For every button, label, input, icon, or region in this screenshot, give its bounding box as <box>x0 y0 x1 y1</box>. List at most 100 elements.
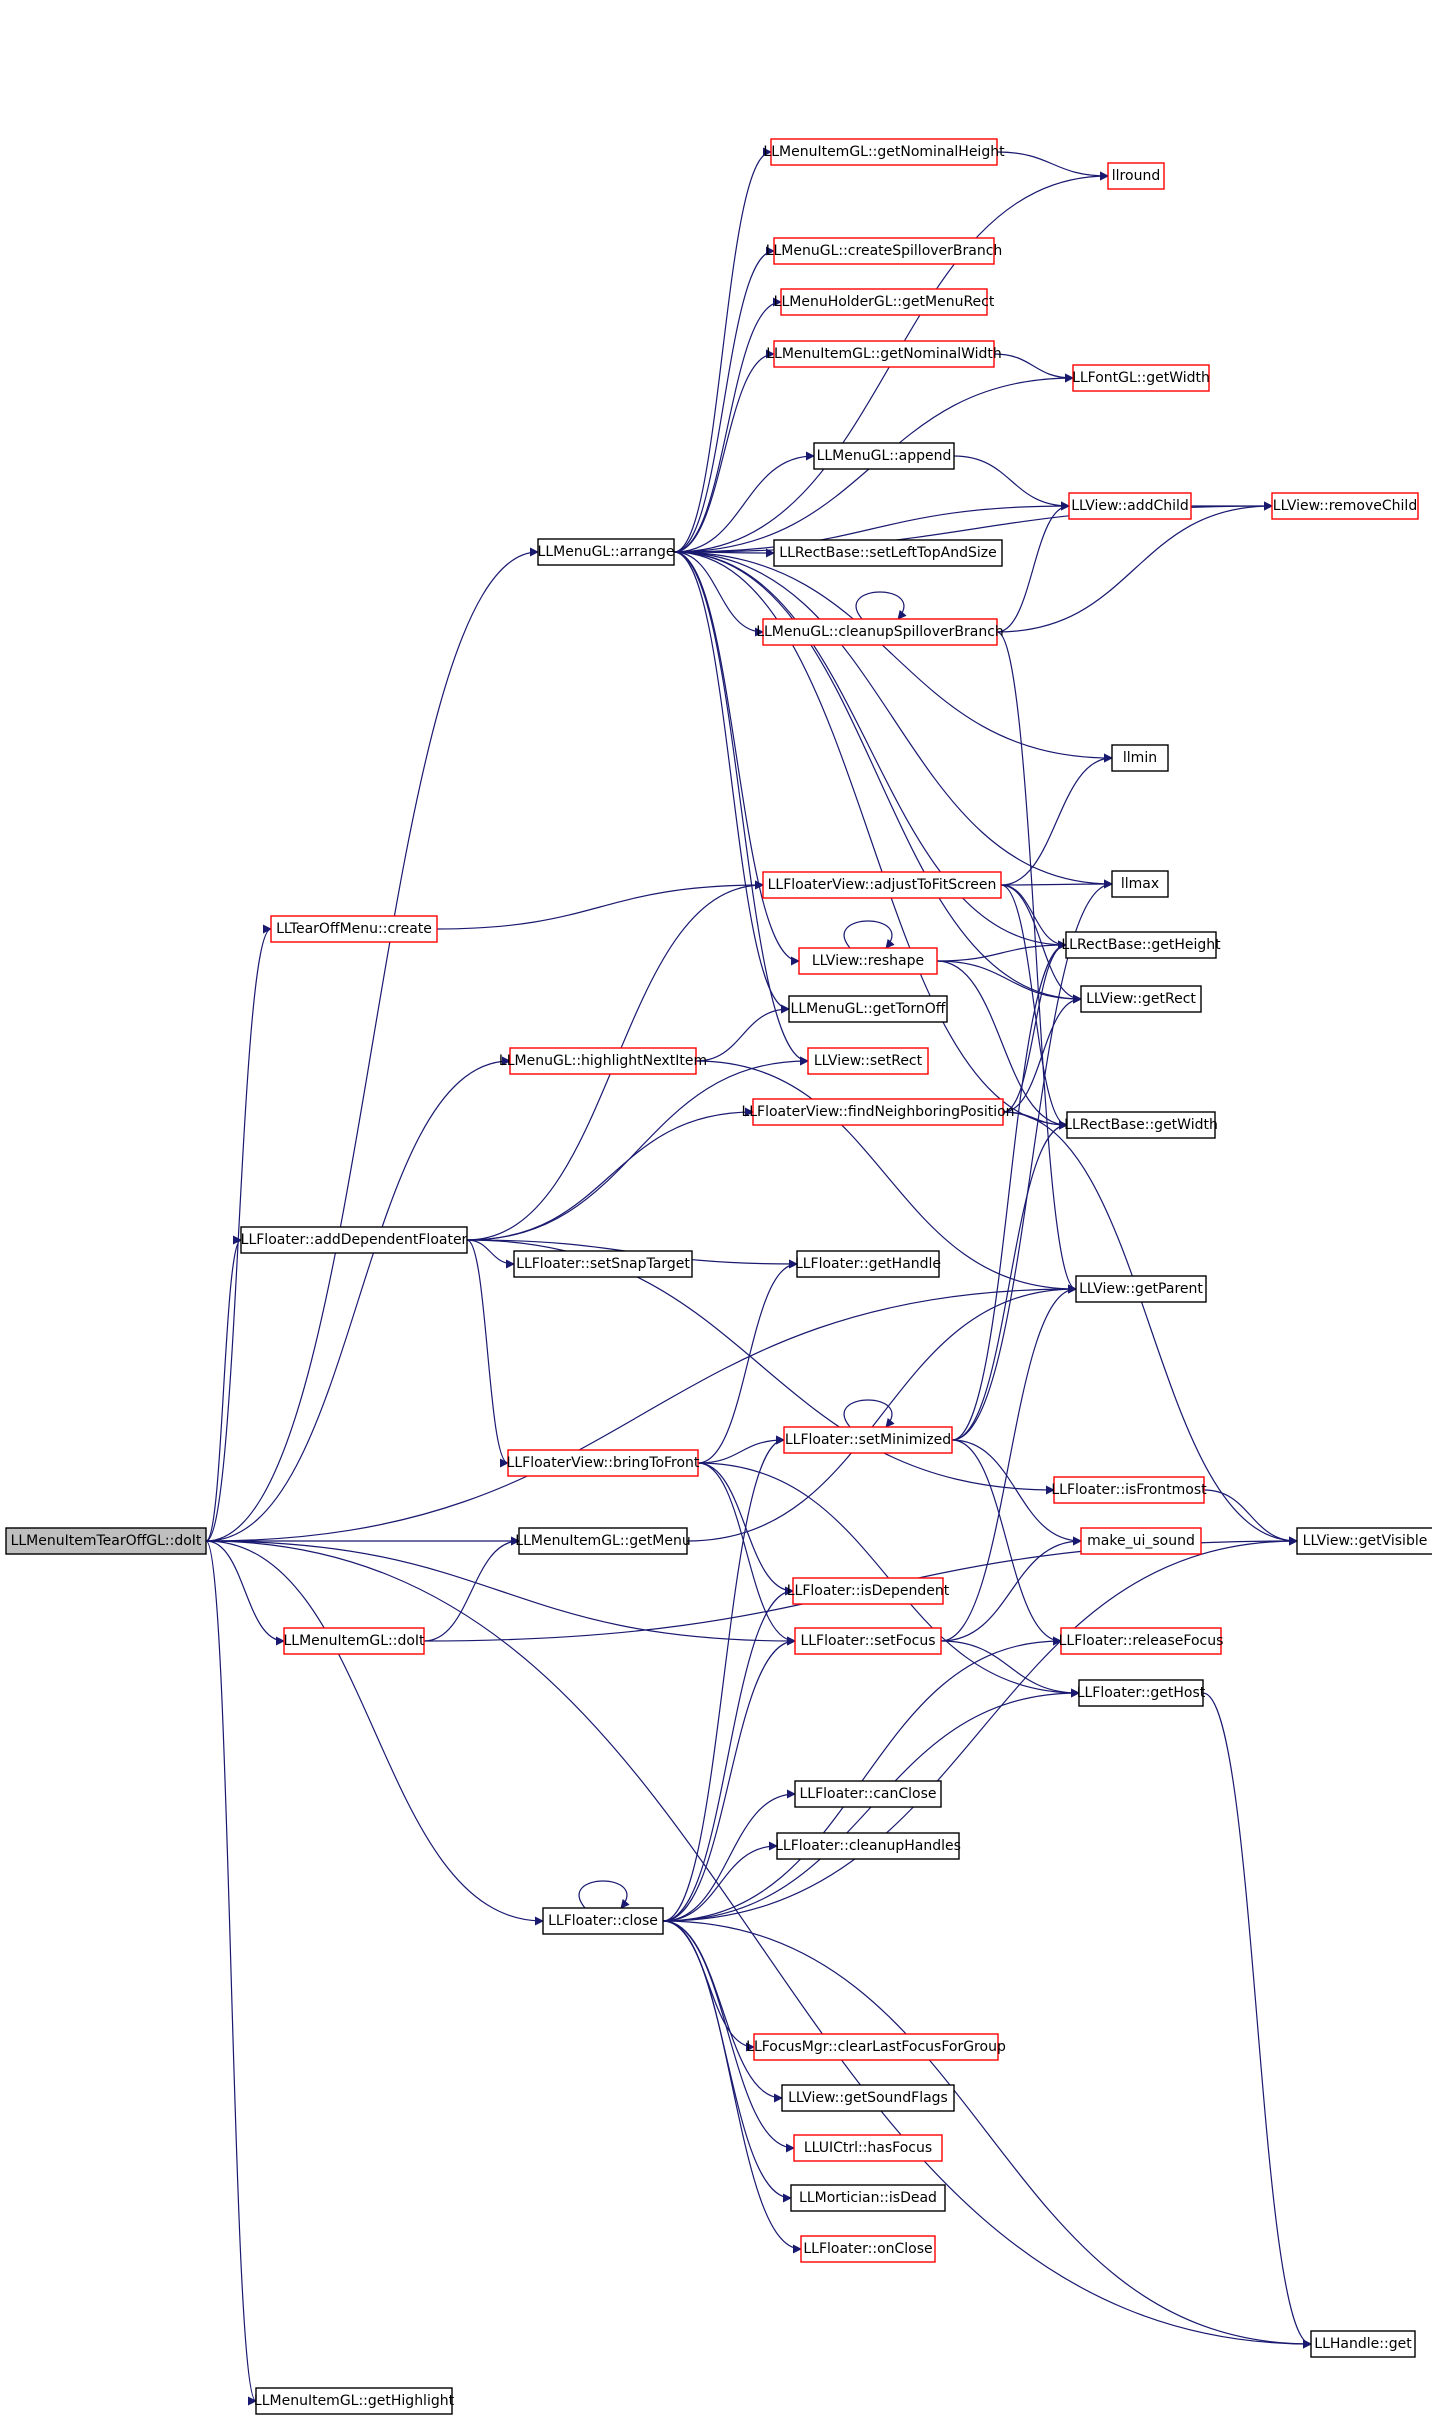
node-setLeftTopAndSize[interactable]: LLRectBase::setLeftTopAndSize <box>773 539 1003 567</box>
node-box-reshape[interactable] <box>798 947 938 975</box>
node-box-tearOffCreate[interactable] <box>270 915 438 943</box>
node-box-adjustToFit[interactable] <box>762 871 1002 899</box>
node-box-isDependent[interactable] <box>792 1577 944 1605</box>
node-box-handleGet[interactable] <box>1310 2330 1416 2358</box>
node-getTornOff[interactable]: LLMenuGL::getTornOff <box>788 995 948 1023</box>
node-highlightNext[interactable]: LLMenuGL::highlightNextItem <box>499 1047 707 1075</box>
node-box-getHost[interactable] <box>1078 1679 1204 1707</box>
node-append[interactable]: LLMenuGL::append <box>813 442 955 470</box>
node-box-rectGetHeight[interactable] <box>1065 931 1217 959</box>
node-getHandle[interactable]: LLFloater::getHandle <box>795 1250 941 1278</box>
node-onClose[interactable]: LLFloater::onClose <box>800 2235 936 2263</box>
node-box-getHighlight[interactable] <box>255 2387 453 2415</box>
node-bringToFront[interactable]: LLFloaterView::bringToFront <box>507 1449 700 1477</box>
node-releaseFocus[interactable]: LLFloater::releaseFocus <box>1059 1627 1224 1655</box>
node-arrange[interactable]: LLMenuGL::arrange <box>537 538 675 566</box>
node-rectGetHeight[interactable]: LLRectBase::getHeight <box>1061 931 1221 959</box>
node-box-itemDoIt[interactable] <box>283 1627 425 1655</box>
node-box-getMenu[interactable] <box>518 1527 688 1555</box>
node-box-hasFocus[interactable] <box>793 2134 943 2162</box>
node-isFrontmost[interactable]: LLFloater::isFrontmost <box>1051 1476 1207 1504</box>
node-box-setRect[interactable] <box>807 1047 929 1075</box>
node-box-llround[interactable] <box>1107 162 1165 190</box>
node-box-clearLastFocus[interactable] <box>753 2033 999 2061</box>
node-getHost[interactable]: LLFloater::getHost <box>1077 1679 1206 1707</box>
node-box-append[interactable] <box>813 442 955 470</box>
node-box-rectGetWidth[interactable] <box>1066 1111 1216 1139</box>
node-addDependent[interactable]: LLFloater::addDependentFloater <box>240 1226 468 1254</box>
node-llmin[interactable]: llmin <box>1111 744 1169 772</box>
node-box-llmin[interactable] <box>1111 744 1169 772</box>
node-box-getMenuRect[interactable] <box>780 288 988 316</box>
node-box-setLeftTopAndSize[interactable] <box>773 539 1003 567</box>
node-box-getSoundFlags[interactable] <box>781 2084 955 2112</box>
node-box-getNominalWidth[interactable] <box>773 340 995 368</box>
node-box-getRect[interactable] <box>1080 985 1202 1013</box>
node-cleanupSpillover[interactable]: LLMenuGL::cleanupSpilloverBranch <box>756 618 1004 646</box>
node-box-highlightNext[interactable] <box>509 1047 697 1075</box>
node-handleGet[interactable]: LLHandle::get <box>1310 2330 1416 2358</box>
node-tearOffCreate[interactable]: LLTearOffMenu::create <box>270 915 438 943</box>
node-addChild[interactable]: LLView::addChild <box>1068 492 1192 520</box>
node-getSoundFlags[interactable]: LLView::getSoundFlags <box>781 2084 955 2112</box>
node-box-isDead[interactable] <box>790 2184 946 2212</box>
node-makeUiSound[interactable]: make_ui_sound <box>1080 1527 1202 1555</box>
node-box-arrange[interactable] <box>537 538 675 566</box>
node-setMinimized[interactable]: LLFloater::setMinimized <box>783 1426 953 1454</box>
node-getRect[interactable]: LLView::getRect <box>1080 985 1202 1013</box>
node-box-setFocus[interactable] <box>794 1627 942 1655</box>
node-setRect[interactable]: LLView::setRect <box>807 1047 929 1075</box>
node-clearLastFocus[interactable]: LLFocusMgr::clearLastFocusForGroup <box>746 2033 1006 2061</box>
node-reshape[interactable]: LLView::reshape <box>798 947 938 975</box>
node-isDead[interactable]: LLMortician::isDead <box>790 2184 946 2212</box>
node-llmax[interactable]: llmax <box>1111 870 1169 898</box>
node-hasFocus[interactable]: LLUICtrl::hasFocus <box>793 2134 943 2162</box>
node-box-onClose[interactable] <box>800 2235 936 2263</box>
node-box-getNominalHeight[interactable] <box>770 138 998 166</box>
node-itemDoIt[interactable]: LLMenuItemGL::doIt <box>283 1627 425 1655</box>
node-getParent[interactable]: LLView::getParent <box>1075 1275 1207 1303</box>
node-cleanupHandles[interactable]: LLFloater::cleanupHandles <box>775 1832 961 1860</box>
node-getNominalHeight[interactable]: LLMenuItemGL::getNominalHeight <box>763 138 1005 166</box>
node-rectGetWidth[interactable]: LLRectBase::getWidth <box>1064 1111 1218 1139</box>
node-box-llmax[interactable] <box>1111 870 1169 898</box>
node-box-setSnapTarget[interactable] <box>513 1250 693 1278</box>
node-box-bringToFront[interactable] <box>507 1449 699 1477</box>
node-getMenu[interactable]: LLMenuItemGL::getMenu <box>515 1527 691 1555</box>
node-box-addChild[interactable] <box>1068 492 1192 520</box>
node-box-setMinimized[interactable] <box>783 1426 953 1454</box>
node-box-getParent[interactable] <box>1075 1275 1207 1303</box>
node-box-createSpillover[interactable] <box>773 237 995 265</box>
node-removeChild[interactable]: LLView::removeChild <box>1271 492 1419 520</box>
node-getMenuRect[interactable]: LLMenuHolderGL::getMenuRect <box>774 288 995 316</box>
node-box-releaseFocus[interactable] <box>1060 1627 1222 1655</box>
node-llround[interactable]: llround <box>1107 162 1165 190</box>
node-box-close[interactable] <box>542 1907 664 1935</box>
node-findNeighboring[interactable]: LLFloaterView::findNeighboringPosition <box>741 1098 1015 1126</box>
node-getVisible[interactable]: LLView::getVisible <box>1296 1527 1432 1555</box>
node-setSnapTarget[interactable]: LLFloater::setSnapTarget <box>513 1250 693 1278</box>
node-box-root[interactable] <box>5 1527 207 1555</box>
node-box-getHandle[interactable] <box>796 1250 940 1278</box>
node-getHighlight[interactable]: LLMenuItemGL::getHighlight <box>254 2387 455 2415</box>
node-getNominalWidth[interactable]: LLMenuItemGL::getNominalWidth <box>766 340 1002 368</box>
node-close[interactable]: LLFloater::close <box>542 1907 664 1935</box>
node-box-getTornOff[interactable] <box>788 995 948 1023</box>
node-canClose[interactable]: LLFloater::canClose <box>794 1780 942 1808</box>
node-box-fontGetWidth[interactable] <box>1072 364 1210 392</box>
node-box-canClose[interactable] <box>794 1780 942 1808</box>
node-box-removeChild[interactable] <box>1271 492 1419 520</box>
node-box-cleanupHandles[interactable] <box>776 1832 960 1860</box>
node-box-addDependent[interactable] <box>240 1226 468 1254</box>
node-createSpillover[interactable]: LLMenuGL::createSpilloverBranch <box>766 237 1003 265</box>
node-box-makeUiSound[interactable] <box>1080 1527 1202 1555</box>
node-root[interactable]: LLMenuItemTearOffGL::doIt <box>5 1527 207 1555</box>
node-box-getVisible[interactable] <box>1296 1527 1432 1555</box>
node-box-findNeighboring[interactable] <box>752 1098 1004 1126</box>
node-setFocus[interactable]: LLFloater::setFocus <box>794 1627 942 1655</box>
node-box-cleanupSpillover[interactable] <box>762 618 998 646</box>
node-adjustToFit[interactable]: LLFloaterView::adjustToFitScreen <box>762 871 1002 899</box>
node-isDependent[interactable]: LLFloater::isDependent <box>787 1577 950 1605</box>
node-box-isFrontmost[interactable] <box>1053 1476 1205 1504</box>
node-fontGetWidth[interactable]: LLFontGL::getWidth <box>1072 364 1210 392</box>
